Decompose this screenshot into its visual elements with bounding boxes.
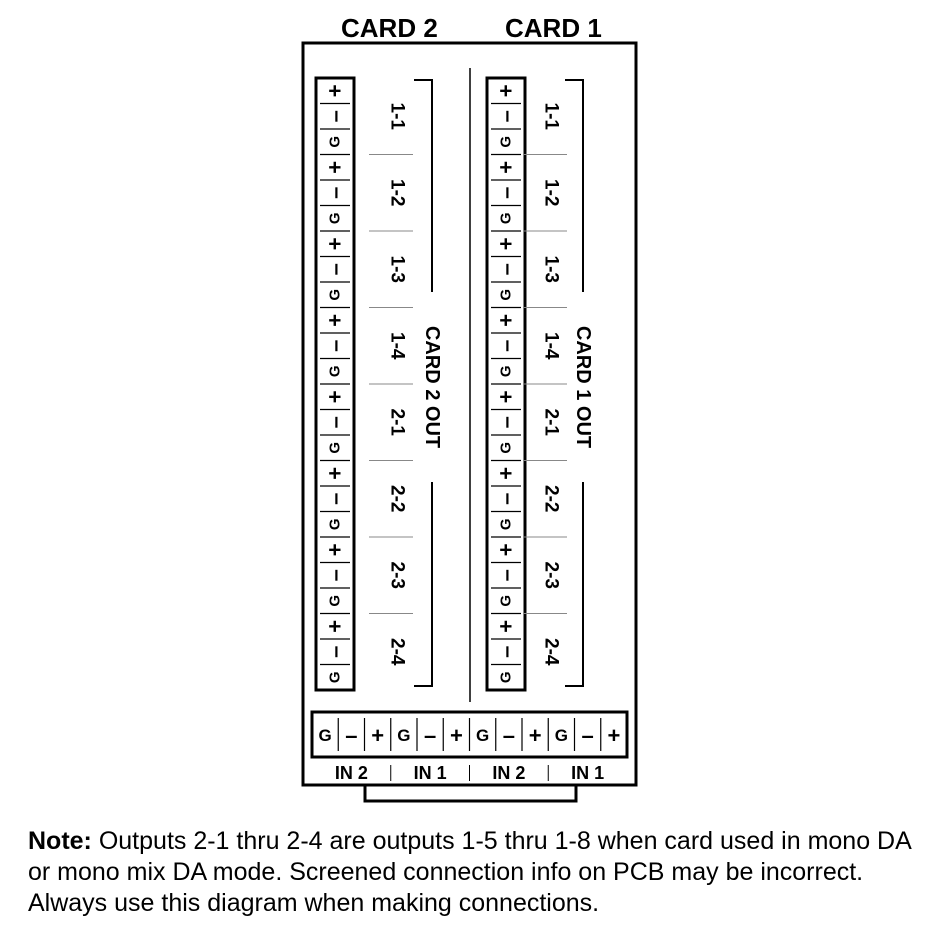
terminal-label: + xyxy=(323,467,348,480)
terminal-label: – xyxy=(494,646,519,658)
input-terminal-label: G xyxy=(319,726,332,745)
terminal-label: + xyxy=(494,314,519,327)
terminal-label: + xyxy=(494,467,519,480)
terminal-label: G xyxy=(498,442,515,454)
card-1-title: CARD 1 xyxy=(505,13,602,43)
output-label: 1-3 xyxy=(387,256,408,283)
output-label: 2-4 xyxy=(387,638,408,666)
output-label: 1-3 xyxy=(541,256,562,283)
input-terminal-label: G xyxy=(555,726,568,745)
terminal-label: – xyxy=(494,263,519,275)
terminal-label: – xyxy=(323,110,348,122)
input-terminal-label: – xyxy=(345,723,357,748)
terminal-label: G xyxy=(498,671,515,683)
terminal-label: + xyxy=(494,84,519,97)
input-terminal-label: + xyxy=(371,723,384,748)
terminal-label: – xyxy=(494,187,519,199)
bottom-bracket xyxy=(363,785,578,803)
terminal-label: + xyxy=(323,390,348,403)
terminal-label: G xyxy=(327,518,344,530)
terminal-label: – xyxy=(323,187,348,199)
note-text: Outputs 2-1 thru 2-4 are outputs 1-5 thr… xyxy=(28,827,911,917)
output-terminal-blocks: + – G + – G + – G + – G + – G + – G + – G + – G 1-1 1-2 1-3 1-4 2-1 2… xyxy=(314,76,594,692)
card1-out-bracket-bottom xyxy=(565,482,584,687)
output-label: 1-2 xyxy=(541,179,562,206)
output-label: 2-4 xyxy=(541,638,562,666)
input-terminal-label: G xyxy=(476,726,489,745)
connector-diagram: +–G+–G+–G+–G+–G+–G+–G+–G1-11-21-31-42-12… xyxy=(301,41,638,803)
card1-out-label: CARD 1 OUT xyxy=(572,326,594,448)
terminal-label: G xyxy=(498,365,515,377)
terminal-label: + xyxy=(494,620,519,633)
input-terminal-label: + xyxy=(529,723,542,748)
output-label: 1-2 xyxy=(387,179,408,206)
input-group-label: IN 1 xyxy=(414,763,447,783)
terminal-label: + xyxy=(323,237,348,250)
terminal-label: G xyxy=(498,518,515,530)
terminal-label: – xyxy=(494,110,519,122)
card2-output-block: + – G + – G + – G + – G + – G + – G + – G + – G 1-1 1-2 1-3 1-4 2-1 2… xyxy=(314,76,443,692)
terminal-label: – xyxy=(494,493,519,505)
terminal-label: + xyxy=(323,84,348,97)
terminal-label: + xyxy=(494,237,519,250)
terminal-label: – xyxy=(323,569,348,581)
terminal-label: G xyxy=(498,136,515,148)
terminal-label: G xyxy=(327,212,344,224)
terminal-label: G xyxy=(327,442,344,454)
terminal-label: + xyxy=(323,620,348,633)
terminal-label: – xyxy=(494,340,519,352)
input-group-label: IN 2 xyxy=(335,763,368,783)
input-terminal-label: G xyxy=(397,726,410,745)
output-label: 2-3 xyxy=(541,562,562,589)
output-label: 1-4 xyxy=(387,332,408,360)
terminal-label: G xyxy=(327,671,344,683)
output-label: 2-3 xyxy=(387,562,408,589)
input-terminal-label: – xyxy=(582,723,594,748)
terminal-label: + xyxy=(494,390,519,403)
terminal-label: + xyxy=(323,314,348,327)
terminal-label: G xyxy=(327,136,344,148)
terminal-label: – xyxy=(323,646,348,658)
terminal-label: – xyxy=(494,416,519,428)
terminal-label: + xyxy=(494,543,519,556)
output-label: 1-4 xyxy=(541,332,562,360)
card2-out-label: CARD 2 OUT xyxy=(421,326,443,448)
terminal-label: + xyxy=(494,161,519,174)
input-terminal-label: + xyxy=(450,723,463,748)
input-terminal-label: + xyxy=(607,723,620,748)
terminal-label: G xyxy=(498,289,515,301)
terminal-label: – xyxy=(323,340,348,352)
output-label: 2-2 xyxy=(387,485,408,512)
connection-note: Note: Outputs 2-1 thru 2-4 are outputs 1… xyxy=(28,826,938,919)
card-2-title: CARD 2 xyxy=(341,13,438,43)
output-label: 1-1 xyxy=(387,103,408,131)
terminal-label: + xyxy=(323,161,348,174)
terminal-label: – xyxy=(494,569,519,581)
input-terminal-label: – xyxy=(503,723,515,748)
output-label: 2-1 xyxy=(387,409,408,437)
terminal-label: – xyxy=(323,263,348,275)
terminal-label: – xyxy=(323,493,348,505)
output-label: 2-1 xyxy=(541,409,562,437)
note-label: Note: xyxy=(28,827,92,855)
terminal-label: G xyxy=(498,595,515,607)
input-terminal-label: – xyxy=(424,723,436,748)
card2-out-bracket-bottom xyxy=(414,482,433,687)
chassis-outline xyxy=(301,41,638,787)
card1-output-block: + – G + – G + – G + – G + – G + – G + – G + – G 1-1 1-2 1-3 1-4 2-1 2… xyxy=(485,76,594,692)
terminal-label: G xyxy=(327,365,344,377)
terminal-label: G xyxy=(327,595,344,607)
terminal-label: G xyxy=(327,289,344,301)
input-group-label: IN 2 xyxy=(492,763,525,783)
terminal-label: G xyxy=(498,212,515,224)
output-label: 1-1 xyxy=(541,103,562,131)
output-label: 2-2 xyxy=(541,485,562,512)
input-group-label: IN 1 xyxy=(571,763,604,783)
terminal-label: + xyxy=(323,543,348,556)
terminal-label: – xyxy=(323,416,348,428)
card2-out-bracket-top xyxy=(414,79,433,292)
card1-out-bracket-top xyxy=(565,79,584,292)
